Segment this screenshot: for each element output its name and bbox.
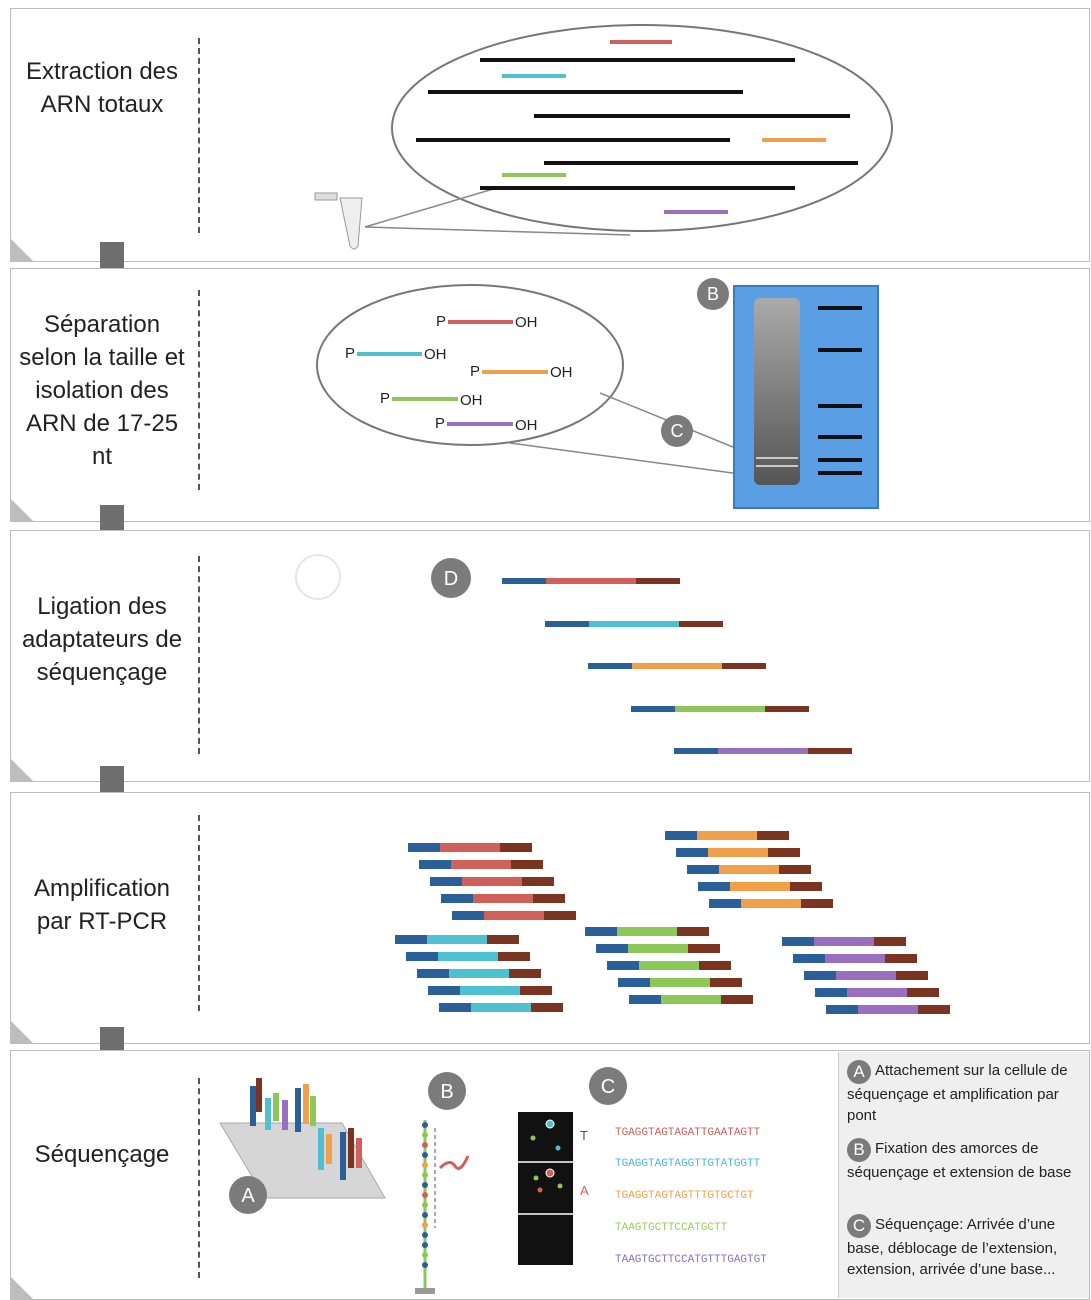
amplified-read xyxy=(395,935,519,944)
marker-c: C xyxy=(847,1214,871,1238)
svg-text:B: B xyxy=(440,1081,453,1103)
read-sequence: TGAGGTAGTAGATTGAATAGTT xyxy=(615,1127,761,1139)
amplified-read xyxy=(441,894,565,903)
hydroxyl-label: OH xyxy=(424,346,447,363)
flow-cell-image xyxy=(518,1112,573,1265)
panel-corner xyxy=(10,238,34,262)
dashed-divider xyxy=(198,556,200,754)
svg-text:A: A xyxy=(241,1185,255,1207)
sequencing-illustration: A B C T A TGAGGTAGTAGATTGAATAGTT TGAGGTA… xyxy=(219,1067,767,1294)
amplified-read xyxy=(665,831,789,840)
marker-c: C xyxy=(589,1067,627,1105)
amplified-read xyxy=(815,988,939,997)
zoom-line xyxy=(364,226,631,236)
hydroxyl-label: OH xyxy=(515,314,538,331)
step-label-separation: Séparation selon la taille et isolation … xyxy=(19,311,185,470)
step-panel-ligation xyxy=(10,530,1090,782)
amplified-read xyxy=(687,865,811,874)
dashed-divider xyxy=(198,38,200,233)
legend-text: Fixation des amorces de séquençage et ex… xyxy=(847,1140,1072,1181)
amplified-read xyxy=(408,843,532,852)
amplified-read xyxy=(782,937,906,946)
amplified-read xyxy=(793,954,917,963)
amplified-read xyxy=(417,969,541,978)
marker-b: B xyxy=(847,1138,871,1162)
amplified-read xyxy=(618,978,742,987)
marker-d: D xyxy=(431,558,471,598)
amplified-read xyxy=(585,927,709,936)
zoom-ellipse xyxy=(316,284,624,446)
amplification-illustration xyxy=(395,831,950,1014)
dashed-divider xyxy=(198,290,200,490)
panel-corner xyxy=(10,498,34,522)
svg-text:C: C xyxy=(671,421,684,441)
phosphate-label: P xyxy=(345,345,355,362)
marker-c: C xyxy=(661,415,693,447)
legend-text: Attachement sur la cellule de séquençage… xyxy=(847,1062,1068,1124)
amplified-read xyxy=(419,860,543,869)
size-separation-illustration: P OH P OH P OH P OH P OH B C xyxy=(316,278,879,509)
svg-text:D: D xyxy=(444,568,458,590)
base-call-label: T xyxy=(580,1128,588,1143)
amplified-read xyxy=(698,882,822,891)
faint-circle xyxy=(295,554,341,600)
cluster-strands xyxy=(250,1078,362,1180)
marker-b: B xyxy=(697,278,729,310)
svg-text:B: B xyxy=(707,284,719,304)
read-sequence: TAAGTGCTTCCATGCTT xyxy=(615,1222,728,1234)
amplified-read xyxy=(676,848,800,857)
phosphate-label: P xyxy=(470,363,480,380)
phosphate-label: P xyxy=(435,415,445,432)
step-label-sequencing: Séquençage xyxy=(34,1141,170,1168)
amplified-read xyxy=(804,971,928,980)
legend-text: Séquençage: Arrivée d’une base, déblocag… xyxy=(847,1216,1058,1278)
amplified-read xyxy=(607,961,731,970)
step-label-extraction: Extraction des ARN totaux xyxy=(25,58,179,118)
step-label-amplification: Amplification par RT-PCR xyxy=(33,875,171,935)
panel-corner xyxy=(10,1276,34,1300)
panel-corner xyxy=(10,758,34,782)
read-sequence: TGAGGTAGTAGTTTGTGCTGT xyxy=(615,1190,754,1202)
primer-extension-strand xyxy=(415,1120,470,1294)
phosphate-label: P xyxy=(436,313,446,330)
adapter-ligation-illustration: D xyxy=(295,554,852,754)
total-rna-illustration xyxy=(314,24,893,250)
microtube-icon xyxy=(314,192,363,250)
marker-a: A xyxy=(847,1060,871,1084)
marker-b: B xyxy=(428,1072,466,1110)
panel-corner xyxy=(10,1020,34,1044)
zoom-line xyxy=(364,186,501,228)
svg-text:C: C xyxy=(601,1076,615,1098)
amplified-read xyxy=(430,877,554,886)
amplified-read xyxy=(428,986,552,995)
amplified-read xyxy=(439,1003,563,1012)
amplified-read xyxy=(596,944,720,953)
hydroxyl-label: OH xyxy=(550,364,573,381)
dashed-divider xyxy=(198,815,200,1011)
zoom-line xyxy=(509,442,756,477)
phosphate-label: P xyxy=(380,390,390,407)
read-sequence: TAAGTGCTTCCATGTTTGAGTGT xyxy=(615,1254,767,1266)
zoom-ellipse xyxy=(391,24,893,232)
amplified-read xyxy=(452,911,576,920)
amplified-read xyxy=(406,952,530,961)
dashed-divider xyxy=(198,1078,200,1278)
amplified-read xyxy=(709,899,833,908)
step-label-ligation: Ligation des adaptateurs de séquençage xyxy=(21,593,183,686)
read-sequence: TGAGGTAGTAGGTTGTATGGTT xyxy=(615,1158,761,1170)
marker-a: A xyxy=(229,1176,267,1214)
gel-lane xyxy=(754,298,800,485)
hydroxyl-label: OH xyxy=(515,417,538,434)
hydroxyl-label: OH xyxy=(460,392,483,409)
amplified-read xyxy=(629,995,753,1004)
amplified-read xyxy=(826,1005,950,1014)
base-call-label: A xyxy=(580,1183,589,1198)
